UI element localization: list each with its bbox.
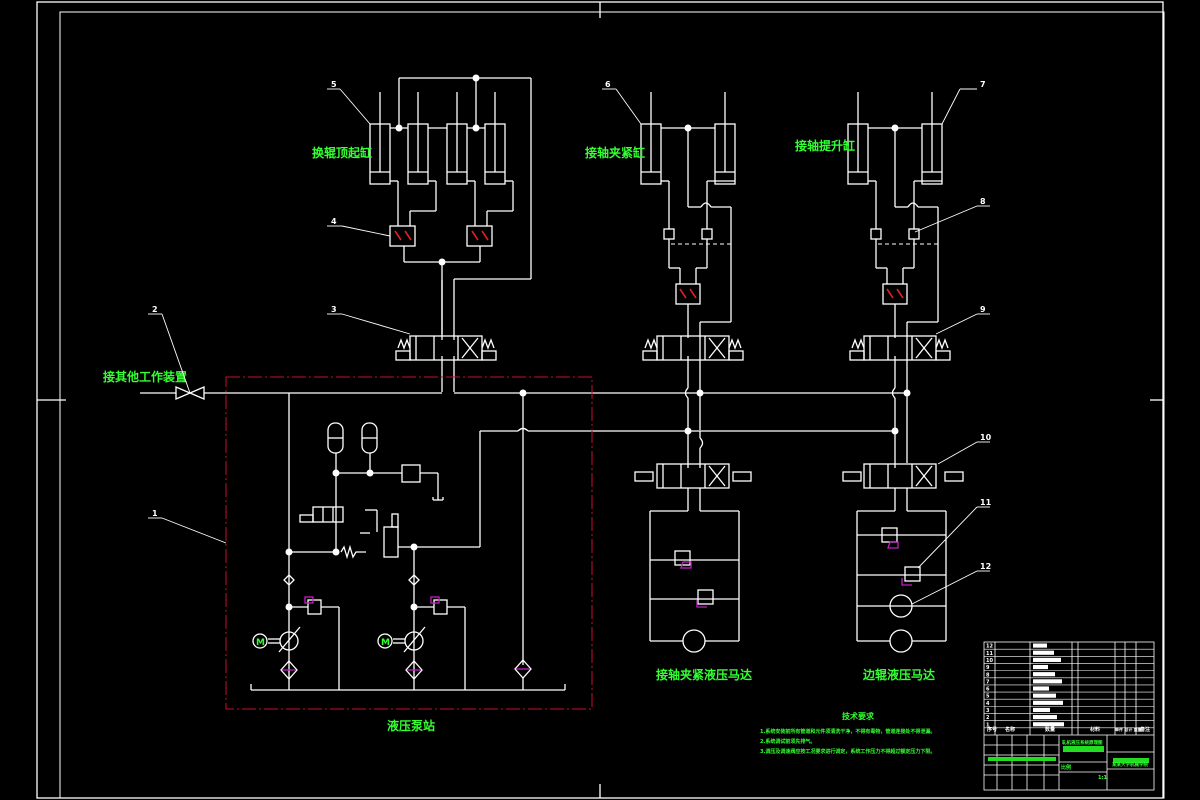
outer-frame (36, 1, 1164, 799)
svg-text:9: 9 (980, 305, 986, 314)
bom-row-name (1033, 700, 1063, 705)
svg-text:1:1: 1:1 (1098, 775, 1107, 781)
bom-row-name (1033, 679, 1062, 684)
bom-row-name (1033, 657, 1061, 662)
shaft-lift-cylinders[interactable] (847, 92, 943, 338)
svg-text:2: 2 (152, 305, 158, 314)
bom-row-name (1033, 722, 1064, 727)
svg-text:1: 1 (152, 509, 158, 518)
svg-text:7: 7 (980, 80, 986, 89)
svg-text:8: 8 (980, 197, 986, 206)
bom-row-number: 4 (986, 701, 990, 707)
bom-row-name (1033, 672, 1055, 677)
directional-valve-3[interactable] (395, 279, 497, 392)
directional-valve-group2[interactable] (642, 322, 744, 430)
svg-text:比例: 比例 (1061, 764, 1071, 771)
motor-symbol-right: M (381, 638, 390, 648)
bom-row-number: 5 (986, 694, 990, 700)
roll-lift-cylinders[interactable] (369, 74, 532, 335)
bom-row-number: 2 (986, 715, 990, 721)
main-pressure-lines (140, 392, 907, 665)
bom-row-name (1033, 650, 1054, 655)
bom-row-number: 6 (986, 687, 990, 693)
company-name: 某某大学机械学院 (1111, 761, 1148, 768)
label-shaft-lift-cylinder: 接轴提升缸 (795, 138, 855, 153)
svg-text:12: 12 (980, 562, 991, 571)
svg-text:5: 5 (331, 80, 337, 89)
pump-station[interactable]: M M (250, 393, 566, 691)
svg-text:序号: 序号 (986, 726, 997, 733)
svg-text:11: 11 (980, 498, 992, 507)
bom-row-name (1033, 643, 1047, 648)
bom-row-number: 7 (986, 679, 990, 685)
svg-text:4: 4 (331, 217, 337, 226)
bom-row-number: 10 (986, 658, 993, 664)
label-other-device: 接其他工作装置 (103, 369, 187, 384)
shaft-clamp-cylinders[interactable] (640, 92, 736, 338)
bom-row-number: 11 (986, 651, 993, 657)
bom-row-number: 9 (986, 665, 990, 671)
label-pump-station: 液压泵站 (387, 718, 435, 733)
bom-row-number: 3 (986, 708, 990, 714)
label-clamp-motor: 接轴夹紧液压马达 (656, 667, 752, 682)
drawing-title: 轧机液压系统原理图 (1062, 739, 1103, 746)
svg-text:6: 6 (605, 80, 611, 89)
junction-dots (519, 389, 911, 435)
svg-text:材料: 材料 (1090, 726, 1100, 733)
bom-row-name (1033, 664, 1048, 670)
svg-text:技术要求: 技术要求 (842, 711, 875, 721)
bom-row-number: 12 (986, 644, 993, 650)
pump-station-boundary (225, 376, 593, 710)
edge-roll-motor-circuit[interactable] (842, 431, 964, 653)
tech-requirements: 技术要求 1.系统安装前所有管道和元件须清洗干净，不得有毒物，管道连接处不得泄漏… (760, 711, 935, 755)
bom-row-name (1033, 693, 1056, 698)
svg-text:10: 10 (980, 433, 992, 442)
svg-text:数量: 数量 (1045, 726, 1055, 733)
svg-text:名称: 名称 (1005, 726, 1015, 733)
svg-text:1.系统安装前所有管道和元件须清洗干净，不得有毒物，管道连接: 1.系统安装前所有管道和元件须清洗干净，不得有毒物，管道连接处不得泄漏。 (760, 728, 935, 735)
inner-frame (59, 11, 1165, 799)
bom-row-number: 1 (986, 722, 990, 728)
label-shaft-clamp-cylinder: 接轴夹紧缸 (585, 145, 645, 160)
svg-text:3.调压及调速阀应按工况要求进行调定，系统工作压力不得超过额: 3.调压及调速阀应按工况要求进行调定，系统工作压力不得超过额定压力下限。 (760, 748, 935, 755)
bom-row-number: 8 (986, 672, 990, 678)
label-edge-roll-motor: 边辊液压马达 (862, 667, 935, 682)
label-roll-lift-cylinder: 换辊顶起缸 (312, 145, 372, 160)
motor-symbol-left: M (256, 638, 265, 648)
svg-text:单件 总计 重量: 单件 总计 重量 (1115, 726, 1142, 732)
bom-row-name (1033, 686, 1049, 691)
svg-text:备注: 备注 (1139, 726, 1150, 733)
svg-text:3: 3 (331, 305, 337, 314)
svg-text:2.系统调试前须先排气。: 2.系统调试前须先排气。 (760, 738, 815, 745)
callout-numbers: 1 2 3 4 5 6 7 8 9 10 11 12 (152, 80, 992, 571)
centering-marks (37, 2, 1163, 798)
clamp-motor-circuit[interactable] (634, 431, 752, 653)
bom-row-name (1033, 707, 1050, 713)
shutoff-valve-2[interactable] (175, 386, 205, 400)
callout-leaders (148, 88, 990, 605)
bom-row-name (1033, 715, 1057, 720)
